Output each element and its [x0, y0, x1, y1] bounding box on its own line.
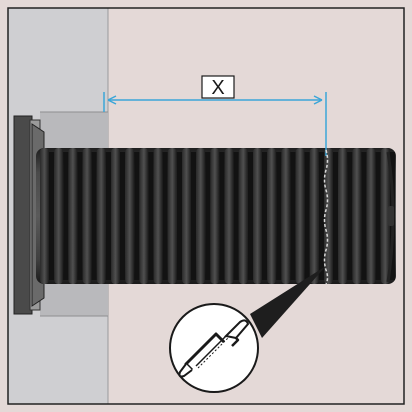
dimension-label: X [211, 77, 224, 99]
pipe-groove [205, 152, 211, 280]
pipe-groove [304, 152, 310, 280]
pipe-rib [352, 148, 362, 284]
pipe-rib [68, 148, 78, 284]
pipe-rib [54, 148, 64, 284]
pipe-rib [139, 148, 149, 284]
pipe-rib [224, 148, 234, 284]
pipe-groove [247, 152, 253, 280]
pipe-groove [191, 152, 197, 280]
pipe-groove [262, 152, 268, 280]
pipe-groove [148, 152, 154, 280]
pipe-rib [40, 148, 49, 284]
hacksaw-icon [169, 303, 259, 393]
pipe-rib [182, 148, 191, 284]
cut-line [323, 149, 329, 285]
pipe-groove [91, 152, 97, 280]
callout-pointer [250, 266, 326, 338]
pipe-groove [162, 152, 168, 280]
wall-flange [13, 115, 33, 315]
dimension-label-box [201, 75, 235, 99]
pipe-rib [380, 148, 390, 284]
pipe-rib [153, 148, 163, 284]
pipe-rib [96, 148, 106, 284]
pipe-groove [290, 152, 296, 280]
pipe-groove [77, 152, 83, 280]
pipe-groove [347, 152, 353, 280]
pipe-rib [366, 148, 376, 284]
pipe-rib [267, 148, 277, 284]
diagram-frame [7, 7, 405, 405]
pipe-groove [105, 152, 111, 280]
pipe-groove [361, 152, 367, 280]
pipe-groove [63, 152, 69, 280]
pipe-rib [238, 148, 248, 284]
pipe-groove [233, 152, 239, 280]
pipe-groove [120, 152, 126, 280]
pipe-groove [134, 152, 140, 280]
dimension-x [103, 92, 327, 156]
pipe-groove [375, 152, 381, 280]
pipe-rib [82, 148, 92, 284]
corrugated-pipe [36, 148, 396, 284]
pipe-groove [276, 152, 282, 280]
pipe-groove [176, 152, 182, 280]
pipe-rib [196, 148, 206, 284]
pipe-rib [309, 148, 319, 284]
pipe-rib [295, 148, 305, 284]
pipe-groove [49, 152, 55, 280]
pipe-rib [338, 148, 348, 284]
pipe-rib [167, 148, 177, 284]
pipe-groove [219, 152, 225, 280]
pipe-rib [125, 148, 135, 284]
pipe-groove [318, 152, 324, 280]
pipe-rib [253, 148, 262, 284]
pipe-rib [281, 148, 291, 284]
pipe-rib [111, 148, 120, 284]
pipe-rib [210, 148, 220, 284]
pipe-groove [333, 152, 339, 280]
